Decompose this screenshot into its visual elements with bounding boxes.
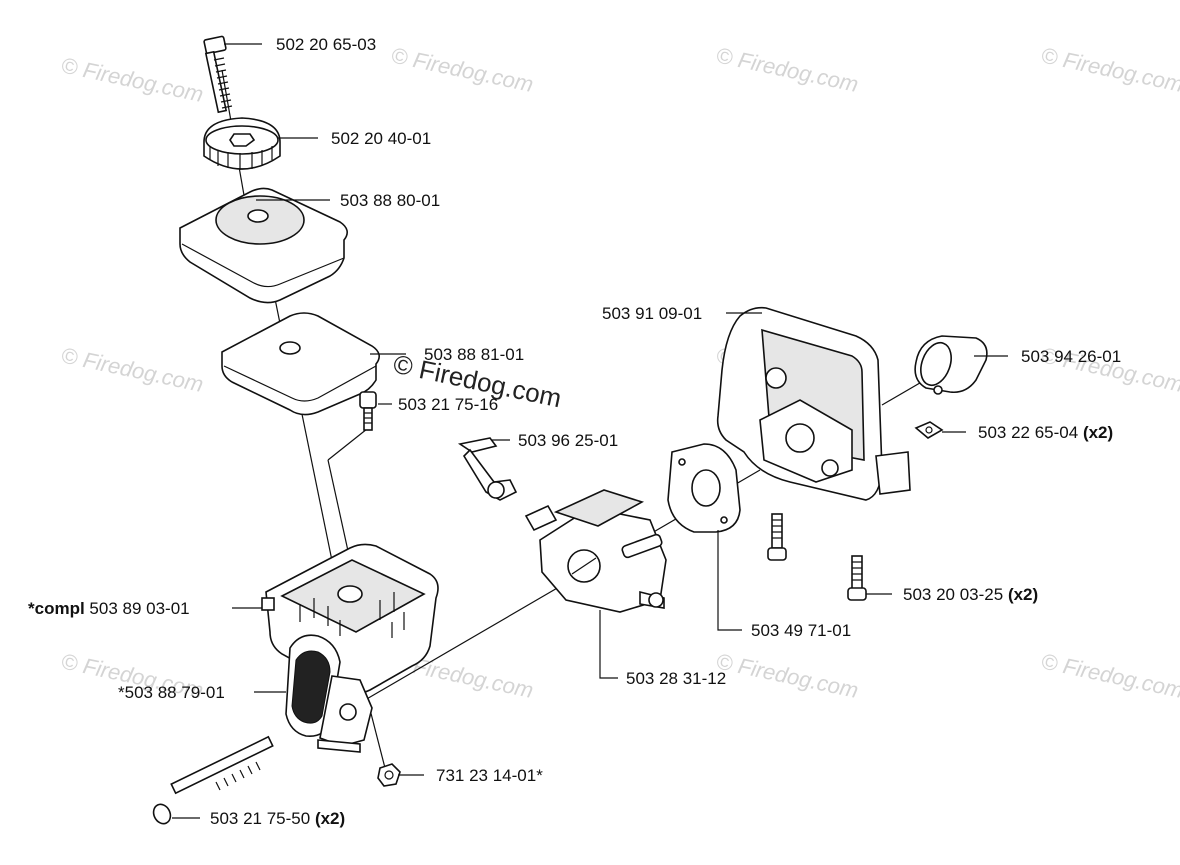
label-screw-small: 503 21 75-16: [398, 395, 498, 414]
label-housing-cover: 503 91 09-01: [602, 304, 702, 323]
watermark: © Firedog.com: [59, 52, 206, 107]
choke-lever: [457, 437, 518, 501]
sleeve: [914, 335, 988, 395]
carb-gasket: [667, 443, 741, 533]
label-choke-lever: 503 96 25-01: [518, 431, 618, 450]
bolt-top: [203, 35, 233, 114]
carburetor: [524, 489, 667, 613]
filter-cover: [179, 187, 348, 304]
label-carb-gasket: 503 49 71-01: [751, 621, 851, 640]
label-bolt-top: 502 20 65-03: [276, 35, 376, 54]
square-nut: [914, 421, 944, 439]
watermark: © Firedog.com: [1039, 648, 1180, 703]
label-bracket: *503 88 79-01: [118, 683, 225, 702]
bracket: [285, 634, 373, 753]
watermark: © Firedog.com: [714, 648, 861, 703]
watermark: © Firedog.com: [1039, 42, 1180, 97]
watermark: © Firedog.com: [389, 42, 536, 97]
label-filter: 503 88 81-01: [424, 345, 524, 364]
knob: [203, 117, 281, 170]
label-sleeve: 503 94 26-01: [1021, 347, 1121, 366]
screw-small: [359, 391, 377, 431]
leader-lines: [172, 43, 1008, 819]
watermark: © Firedog.com: [59, 342, 206, 397]
label-long-bolt: 503 21 75-50 (x2): [210, 809, 345, 828]
screw-pair: [767, 513, 867, 601]
label-hex-nut: 731 23 14-01*: [436, 766, 543, 785]
housing-cover: [716, 306, 911, 501]
label-filter-cover: 503 88 80-01: [340, 191, 440, 210]
label-knob: 502 20 40-01: [331, 129, 431, 148]
label-screw-pair: 503 20 03-25 (x2): [903, 585, 1038, 604]
label-square-nut: 503 22 65-04 (x2): [978, 423, 1113, 442]
label-carburetor: 503 28 31-12: [626, 669, 726, 688]
hex-nut: [377, 763, 401, 787]
watermark: © Firedog.com: [714, 42, 861, 97]
part-labels: 502 20 65-03 502 20 40-01 503 88 80-01 5…: [28, 35, 1121, 828]
label-filter-housing: *compl 503 89 03-01: [28, 599, 190, 618]
air-filter: [221, 312, 380, 416]
long-bolt: [152, 735, 274, 825]
